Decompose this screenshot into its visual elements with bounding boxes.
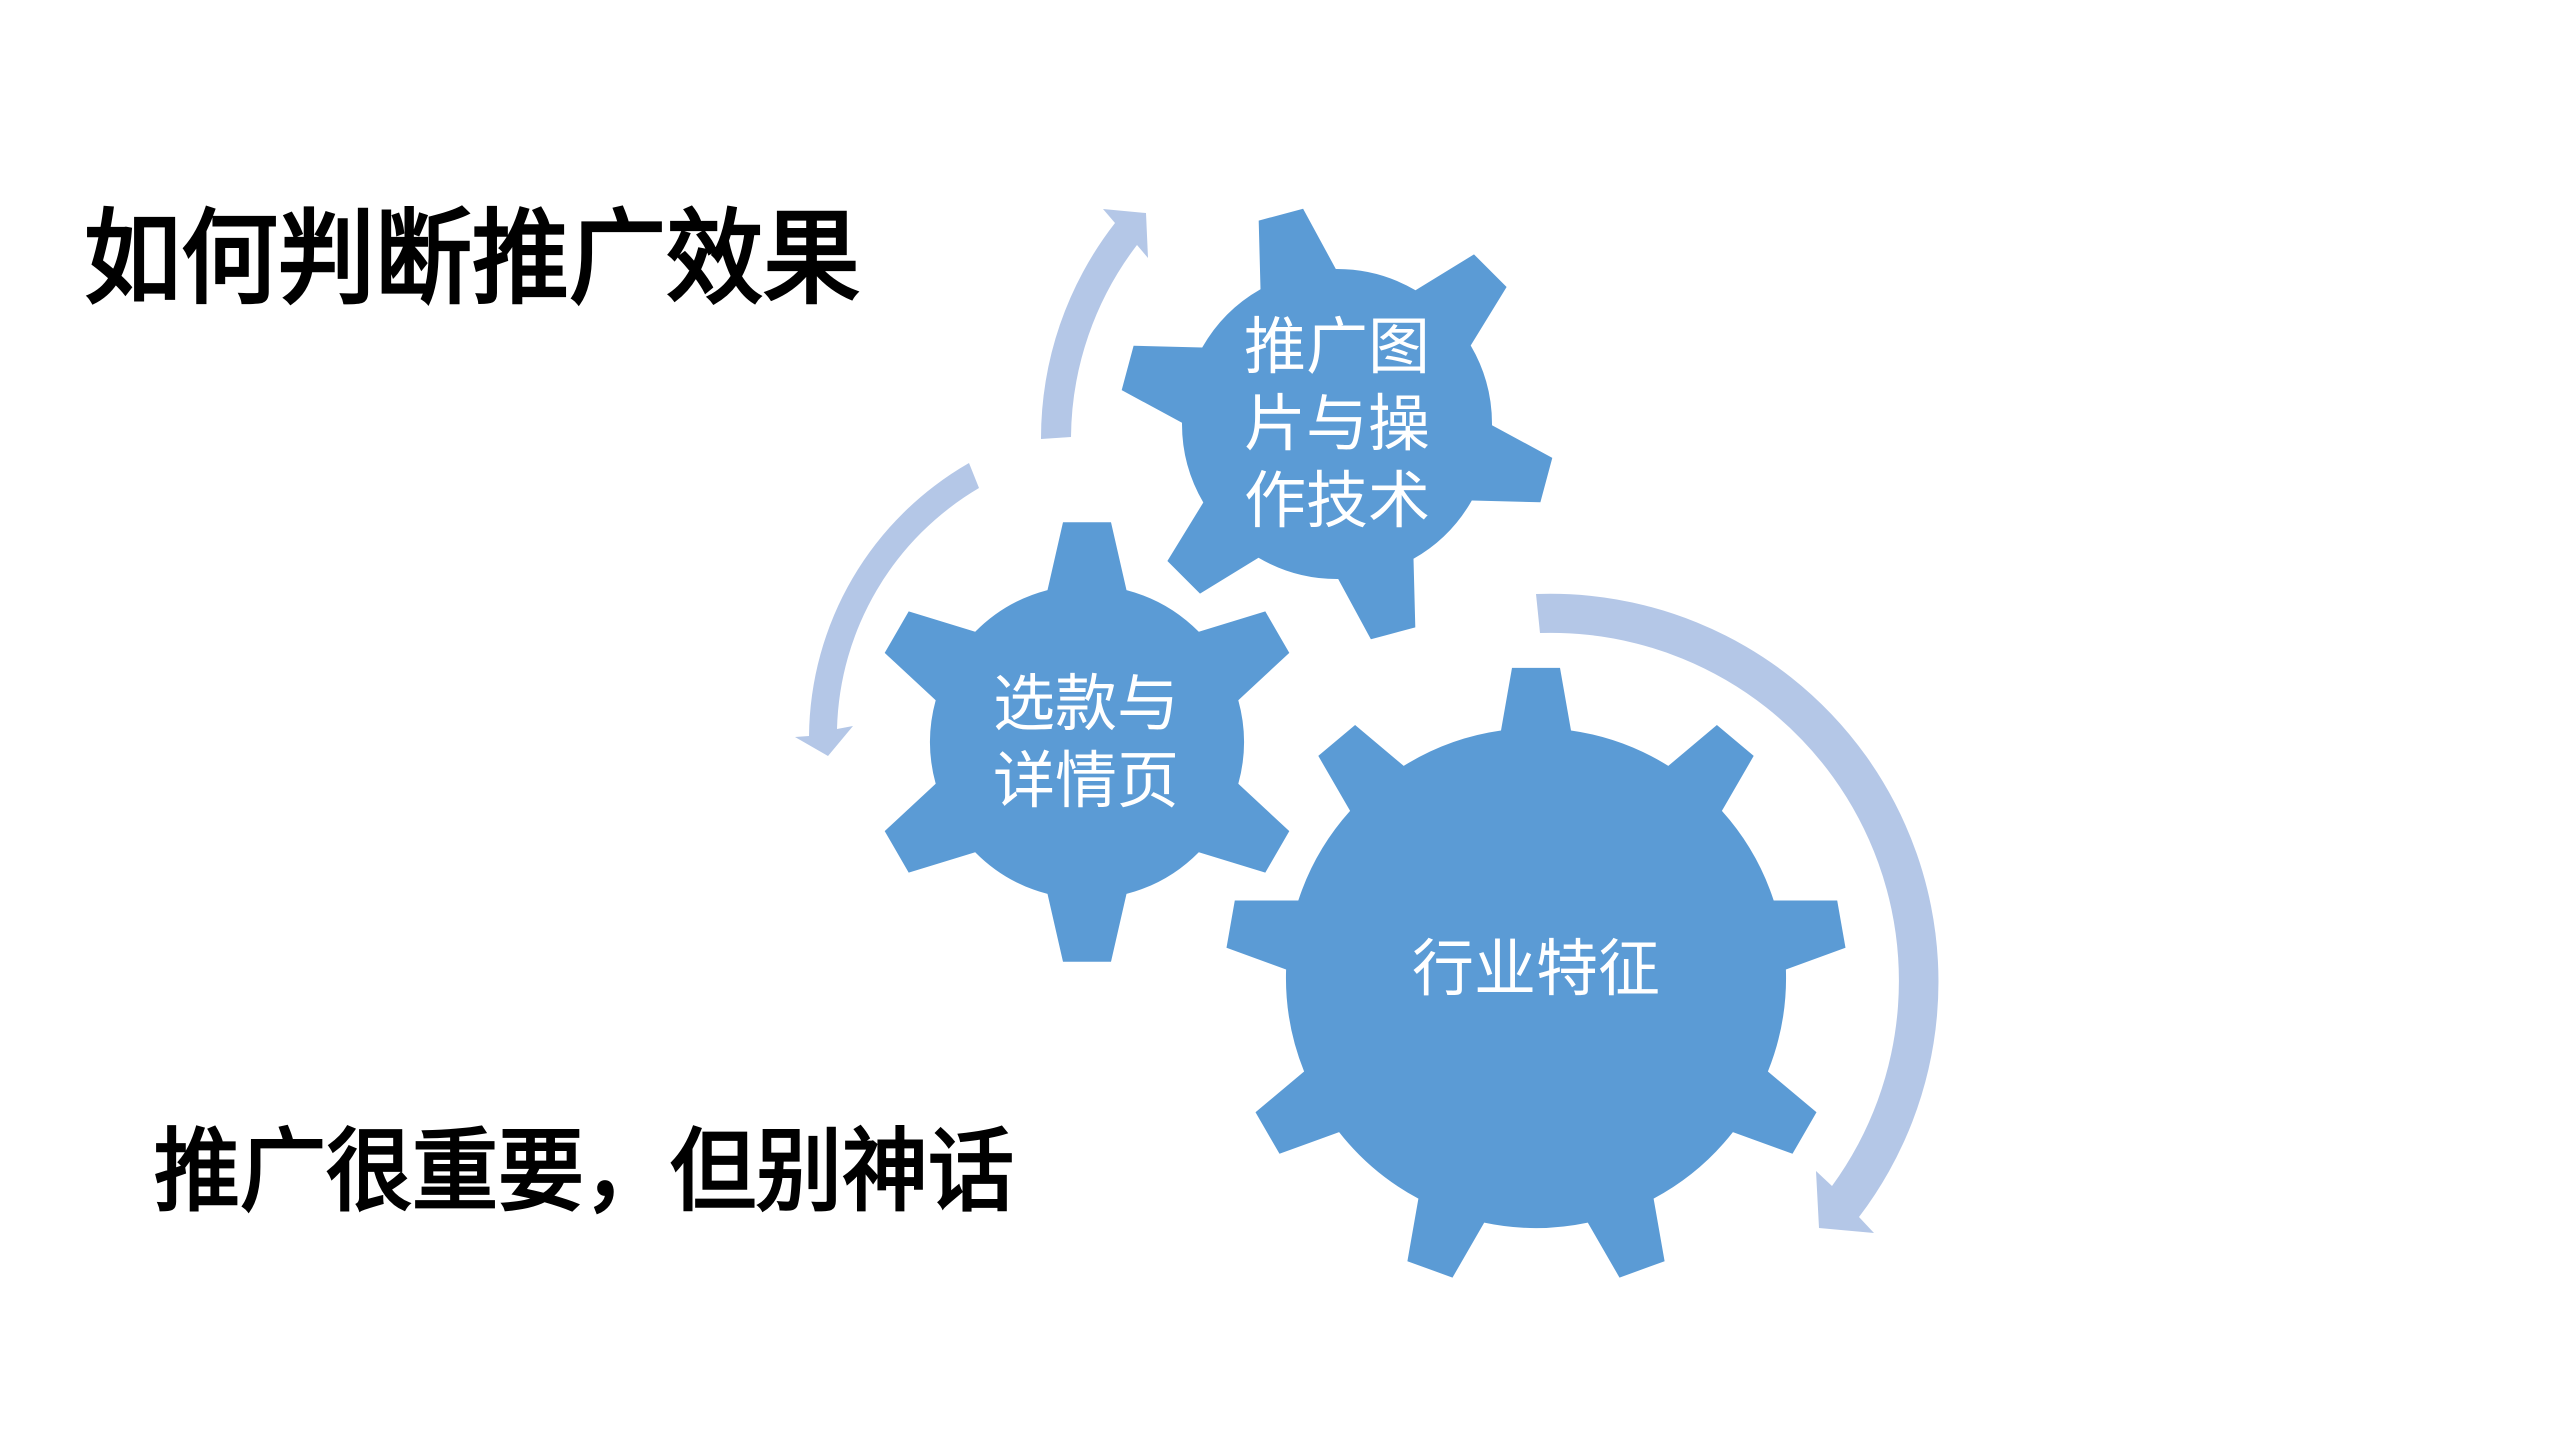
gear-label-line: 行业特征 (1411, 932, 1660, 1005)
gear-label-line: 详情页 (992, 744, 1179, 817)
gear-label-product-detail: 选款与 详情页 (966, 665, 1206, 819)
gear-label-promotion: 推广图 片与操 作技术 (1217, 308, 1457, 539)
slide-title: 如何判断推广效果 (84, 198, 860, 319)
gear-label-industry: 行业特征 (1376, 930, 1696, 1007)
gear-label-line: 推广图 (1243, 310, 1430, 383)
gear-label-line: 选款与 (992, 667, 1179, 740)
gear-product-detail-icon (884, 522, 1290, 962)
curved-arrow-up-icon (1040, 209, 1148, 439)
slide-subtitle: 推广很重要，但别神话 (154, 1119, 1014, 1225)
gear-industry-icon (1226, 667, 1846, 1278)
gear-label-line: 作技术 (1243, 464, 1430, 537)
curved-arrow-right-icon (1536, 593, 1939, 1233)
gear-promotion-icon (1121, 208, 1553, 640)
curved-arrow-down-left-icon (795, 463, 979, 756)
gear-label-line: 片与操 (1243, 387, 1430, 460)
